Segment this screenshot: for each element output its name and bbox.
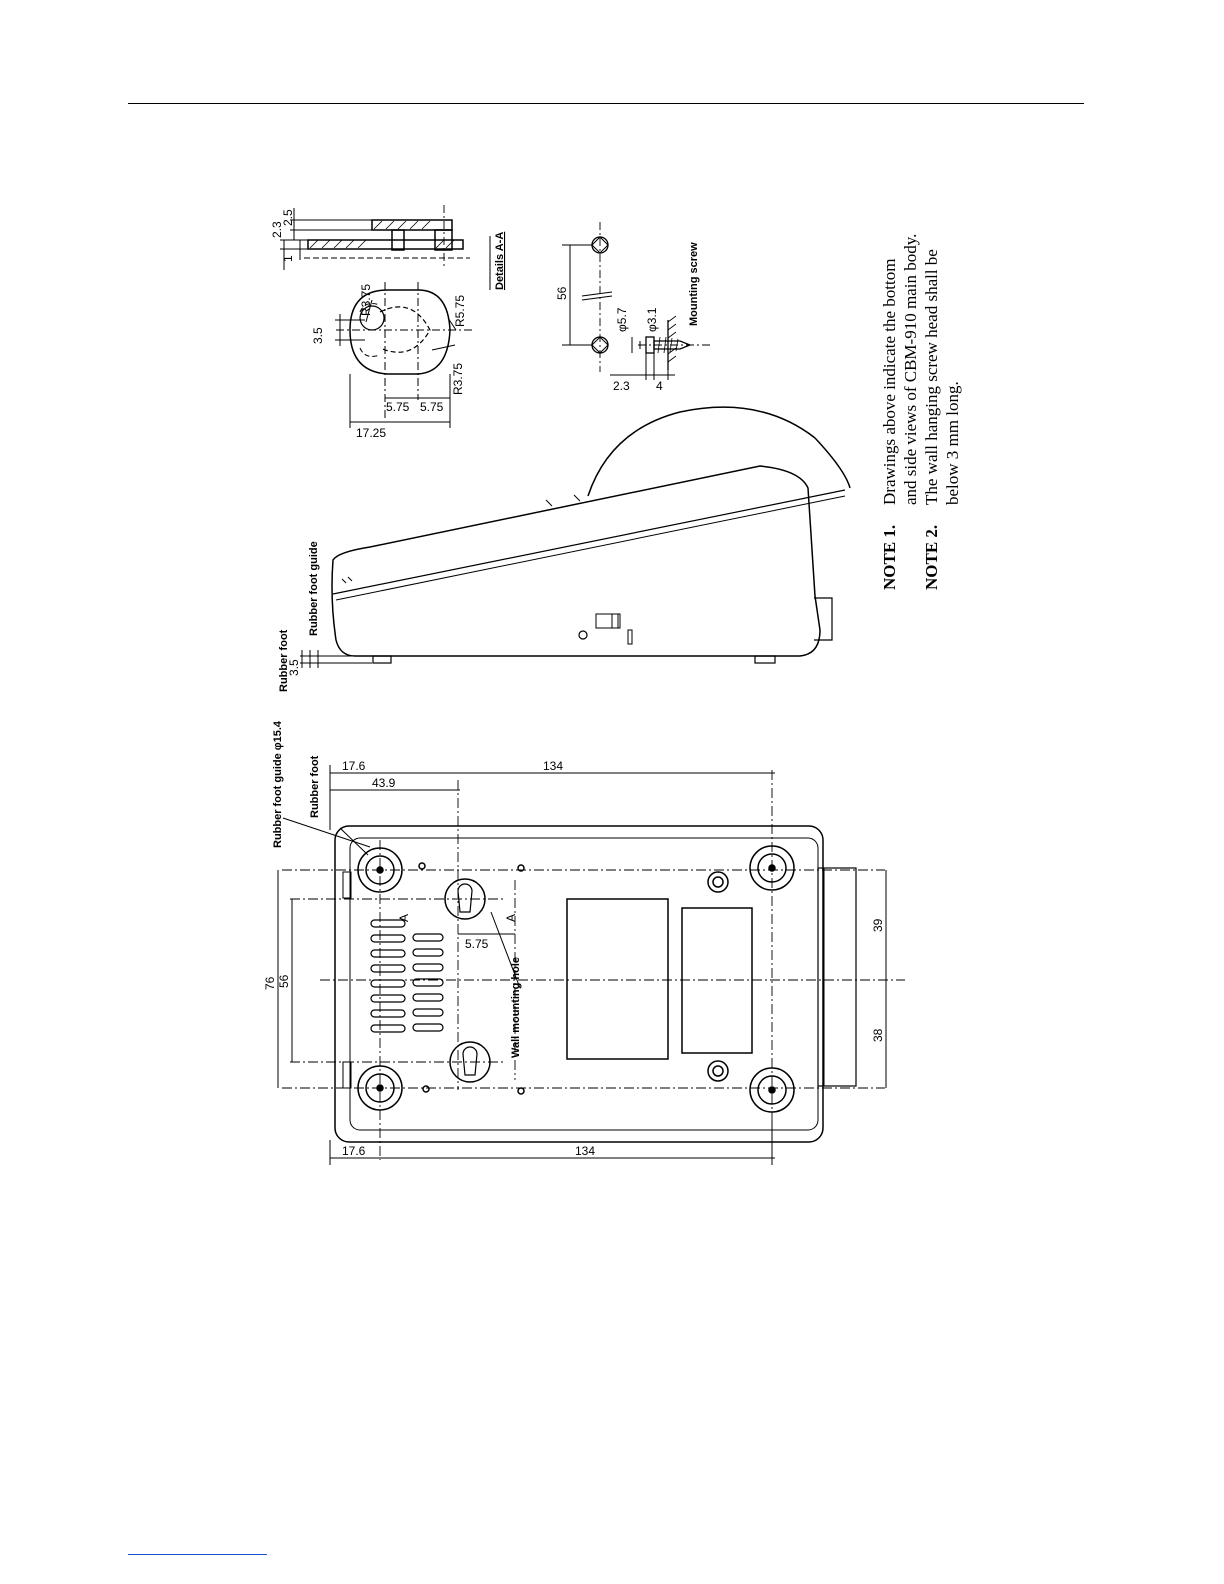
bottom-view-label-panel [681, 907, 753, 1054]
bottom-view-inner-case [349, 837, 819, 1131]
keyhole-detail [349, 289, 451, 375]
dim-r5-75: R5.75 [453, 295, 467, 327]
dim-4-screw: 4 [656, 379, 663, 393]
label-rubber-foot-guide-dia: Rubber foot guide φ15.4 [272, 720, 284, 848]
label-wall-mounting-hole: Wall mounting hole [510, 957, 522, 1058]
side-view-body [331, 465, 821, 657]
note-2-line-2: below 3 mm long. [943, 381, 962, 505]
dim-38: 38 [871, 1028, 885, 1042]
note-1-label: NOTE 1. [880, 525, 899, 590]
dim-76: 76 [263, 976, 277, 990]
header-rule [128, 103, 1084, 104]
dim-134-top: 134 [543, 759, 563, 773]
label-rubber-foot-guide-side: Rubber foot guide [308, 541, 320, 636]
dim-5-75-b: 5.75 [420, 400, 444, 414]
section-a-bottom: A [504, 914, 518, 922]
dim-3-1: φ3.1 [645, 307, 659, 332]
label-mounting-screw: Mounting screw [688, 242, 700, 326]
dim-17-6-bottom: 17.6 [342, 1144, 366, 1158]
section-a-top: A [397, 914, 411, 922]
side-view [331, 406, 851, 664]
note-1-line-1: Drawings above indicate the bottom [880, 259, 899, 505]
dim-134-bottom: 134 [575, 1144, 595, 1158]
dim-39: 39 [871, 918, 885, 932]
dim-2-3-detail: 2.3 [270, 221, 284, 238]
bottom-view-vents [370, 919, 444, 1033]
dim-1-detail: 1 [281, 255, 295, 262]
footer-rule [128, 1554, 267, 1555]
dim-r3-75-top: R3.75 [359, 284, 373, 316]
bottom-view-label-panel [566, 898, 669, 1060]
mounting-screw-dimension-lines [562, 244, 675, 380]
mounting-screw-shaft [653, 340, 692, 350]
side-view-dimension-lines [300, 650, 372, 668]
section-aa-dimension-lines [280, 208, 491, 290]
notes: NOTE 1. Drawings above indicate the bott… [880, 234, 962, 590]
side-view-rubber-foot [754, 655, 776, 664]
dim-5-7: φ5.7 [615, 307, 629, 332]
dim-56-screw: 56 [555, 286, 569, 300]
note-2-label: NOTE 2. [922, 525, 941, 590]
dim-2-5-detail: 2.5 [281, 209, 295, 226]
side-view-paper-roll [587, 406, 851, 497]
dim-5-75-a: 5.75 [386, 400, 410, 414]
label-details-aa: Details A-A [494, 232, 506, 290]
label-rubber-foot-side: Rubber foot [278, 629, 290, 692]
dim-56-left: 56 [277, 974, 291, 988]
dim-17-6-top: 17.6 [342, 759, 366, 773]
dim-3-5-detail: 3.5 [311, 327, 325, 344]
bottom-view-outer-case [334, 825, 824, 1143]
dim-43-9: 43.9 [372, 776, 396, 790]
dim-2-3-screw: 2.3 [613, 379, 630, 393]
dim-5-75-bottom: 5.75 [465, 937, 489, 951]
bottom-view [282, 770, 905, 1160]
dim-r3-75-bottom: R3.75 [451, 363, 465, 395]
note-2-line-1: The wall hanging screw head shall be [922, 249, 941, 505]
bottom-view-dimension-lines [277, 765, 887, 1165]
side-view-rubber-foot [372, 655, 392, 664]
section-aa-detail [304, 205, 470, 268]
bottom-view-paper-slot [817, 867, 857, 1087]
keyhole-detail-dimension-lines [335, 282, 472, 428]
label-rubber-foot: Rubber foot [309, 755, 321, 818]
dim-17-25: 17.25 [356, 426, 386, 440]
dim-3-5-side: 3.5 [287, 659, 301, 676]
note-1-line-2: and side views of CBM-910 main body. [901, 234, 920, 505]
